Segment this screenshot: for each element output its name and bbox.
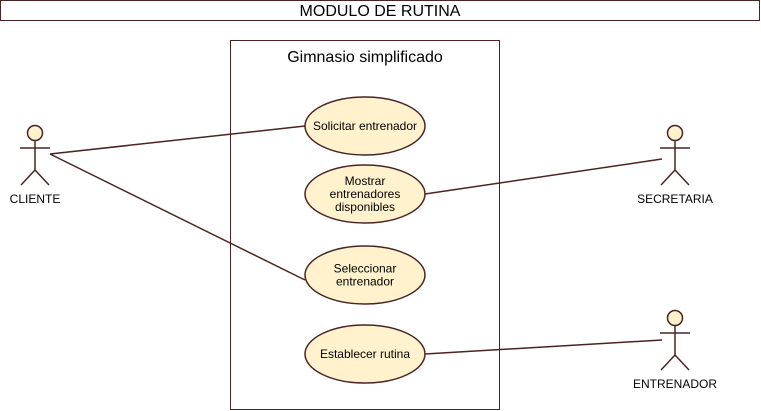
actor-head (666, 124, 684, 142)
title-bar: MODULO DE RUTINA (0, 0, 760, 21)
actor-left-leg (660, 354, 676, 371)
use-case-uc4: Establecer rutina (304, 324, 426, 384)
actor-head (26, 124, 44, 142)
use-case-label: entrenador (336, 275, 394, 289)
actor-label: CLIENTE (10, 192, 61, 206)
actor-cliente: CLIENTE (10, 124, 61, 206)
associations (49, 125, 663, 355)
use-case-ellipse (304, 245, 426, 305)
use-case-label: Mostrar (345, 174, 386, 188)
actor-entrenador: ENTRENADOR (633, 309, 717, 391)
use-case-label: Solicitar entrenador (313, 119, 417, 133)
use-case-uc1: Solicitar entrenador (304, 96, 426, 156)
actors: CLIENTE SECRETARIA ENTRENADOR (10, 124, 717, 391)
actor-right-leg (34, 169, 50, 186)
actor-left-leg (20, 169, 36, 186)
actor-right-leg (674, 354, 690, 371)
use-case-label: entrenadores (330, 187, 401, 201)
actor-right-leg (674, 169, 690, 186)
use-cases: Solicitar entrenadorMostrarentrenadoresd… (304, 96, 426, 384)
title-frame (0, 0, 760, 21)
use-case-ellipse (304, 96, 426, 156)
actor-left-leg (660, 169, 676, 186)
actor-head (666, 309, 684, 327)
use-case-ellipse (304, 324, 426, 384)
association-secretaria-uc2 (424, 158, 663, 195)
actor-label: ENTRENADOR (633, 377, 717, 391)
association-cliente-uc1 (49, 125, 306, 155)
use-case-label: Seleccionar (334, 262, 397, 276)
diagram-title: MODULO DE RUTINA (300, 3, 461, 20)
association-cliente-uc3 (49, 153, 306, 281)
actor-secretaria: SECRETARIA (637, 124, 713, 206)
actor-label: SECRETARIA (637, 192, 713, 206)
use-case-label: Establecer rutina (320, 347, 410, 361)
use-case-ellipse (304, 164, 426, 224)
system-label: Gimnasio simplificado (287, 49, 443, 66)
association-entrenador-uc4 (424, 339, 663, 355)
use-case-label: disponibles (335, 200, 395, 214)
